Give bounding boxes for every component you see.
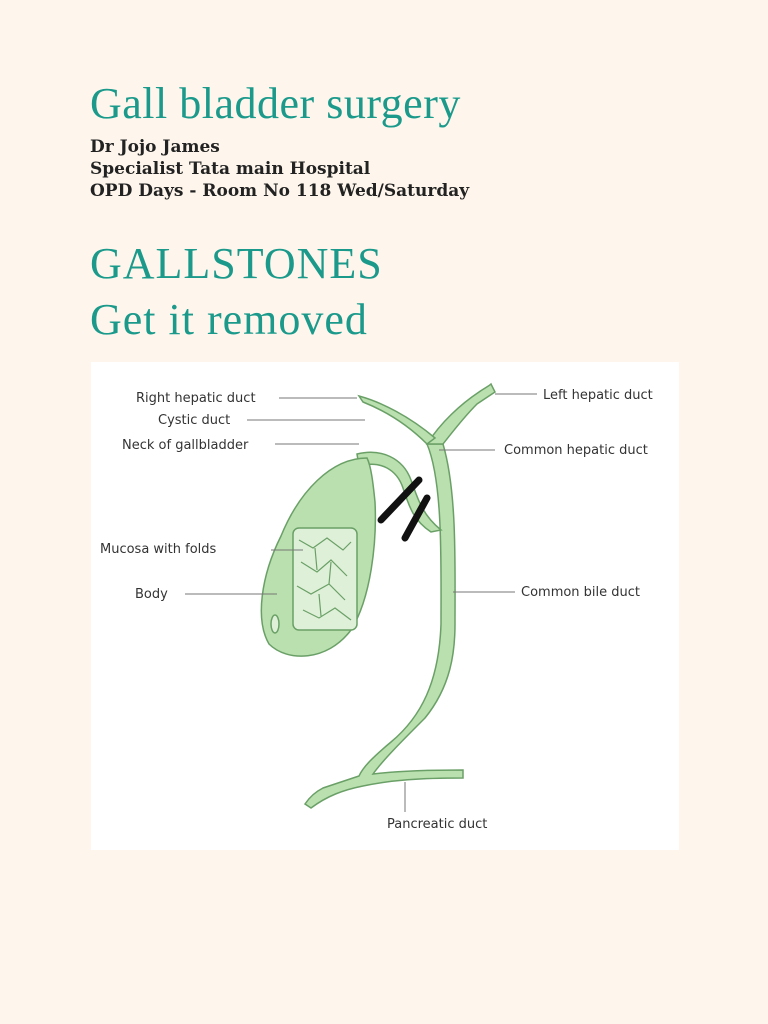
label-right-hepatic-duct: Right hepatic duct [136,391,256,406]
clip-mark-1 [377,476,423,524]
label-cystic-duct: Cystic duct [158,413,230,428]
doctor-info: Dr Jojo James Specialist Tata main Hospi… [90,136,469,202]
label-left-hepatic-duct: Left hepatic duct [543,388,653,403]
label-mucosa-with-folds: Mucosa with folds [100,542,217,557]
headline-line-2: Get it removed [90,295,368,344]
label-common-hepatic-duct: Common hepatic duct [504,443,648,458]
mucosa-folds-region [292,527,358,631]
label-neck-of-gallbladder: Neck of gallbladder [122,438,249,453]
right-hepatic-duct-shape [357,394,437,445]
doctor-position: Specialist Tata main Hospital [90,159,371,179]
label-body: Body [135,587,168,602]
leader-lines [185,393,537,812]
mucosa-fold-pattern [296,537,352,621]
headline: GALLSTONES Get it removed [90,236,383,348]
left-hepatic-duct-shape [425,382,496,445]
label-pancreatic-duct: Pancreatic duct [387,817,487,832]
doctor-name: Dr Jojo James [90,137,220,157]
clip-marks [377,476,431,542]
headline-line-1: GALLSTONES [90,239,383,288]
gallbladder-anatomy-svg: Right hepatic duct Cystic duct Neck of g… [100,382,653,832]
opd-schedule: OPD Days - Room No 118 Wed/Saturday [90,181,470,201]
common-bile-duct-shape [303,443,464,809]
gallbladder-fundus-mark [270,614,280,634]
bile-duct-system [260,382,496,809]
gallbladder-diagram: Right hepatic duct Cystic duct Neck of g… [91,362,679,850]
label-common-bile-duct: Common bile duct [521,585,640,600]
page-title: Gall bladder surgery [90,79,461,128]
clip-mark-2 [401,494,431,542]
